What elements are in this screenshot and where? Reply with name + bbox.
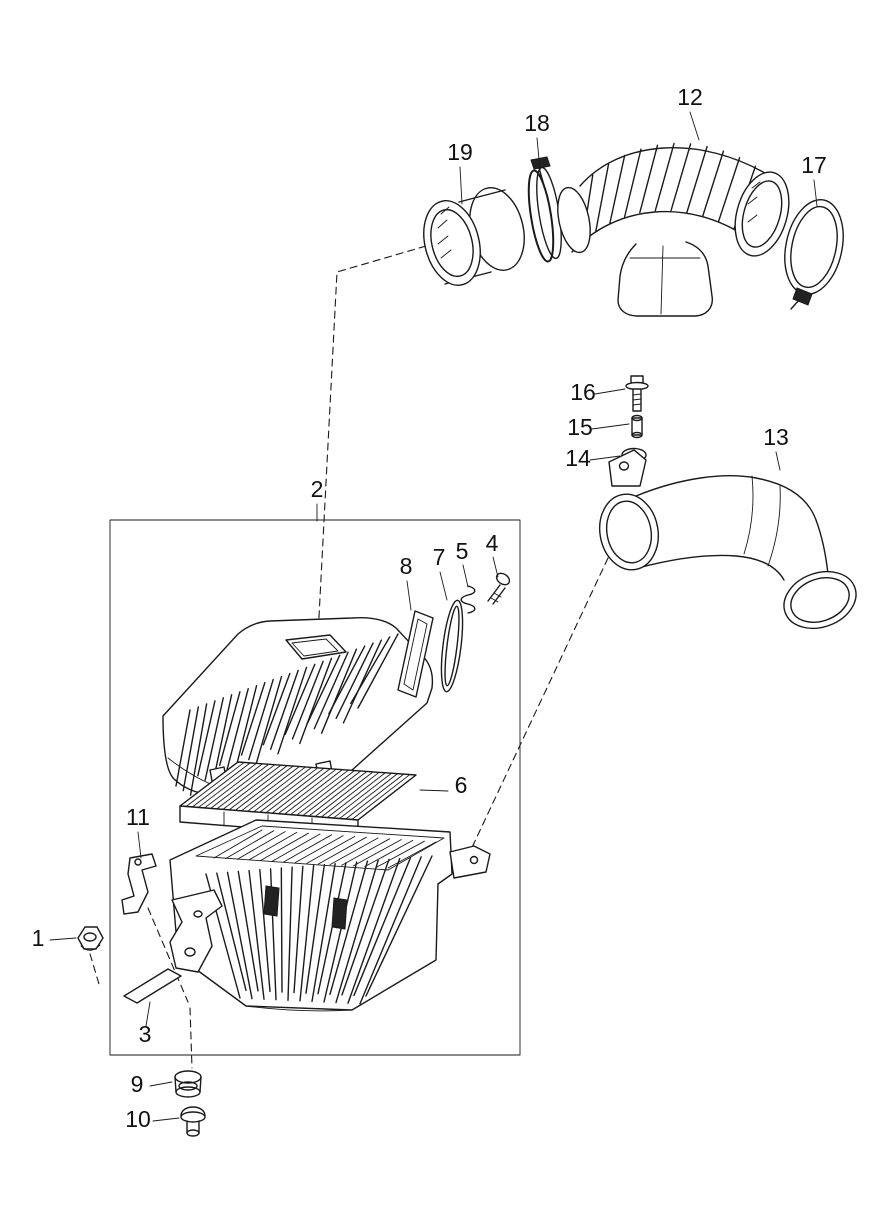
part-13-air-inlet-duct — [598, 449, 857, 630]
part-5-spring — [460, 585, 476, 614]
air-cleaner-housing — [169, 819, 491, 1012]
assembly-boundary-box — [109, 519, 521, 1056]
callout-5[interactable]: 5 — [456, 538, 469, 564]
part-3-label-strip — [123, 968, 182, 1004]
callout-11[interactable]: 11 — [126, 804, 150, 830]
callout-1[interactable]: 1 — [32, 925, 45, 951]
callouts: 1 2 3 4 5 6 7 8 9 10 11 12 13 14 15 16 1… — [32, 84, 827, 1132]
part-17-clamp-ring — [784, 198, 844, 310]
part-15-spacer — [631, 414, 643, 439]
part-16-bolt — [625, 375, 649, 412]
callout-4[interactable]: 4 — [486, 530, 499, 556]
part-7-seal-ring — [440, 599, 464, 693]
part-10-mounting-stud — [180, 1106, 206, 1137]
air-cleaner-cover — [162, 617, 434, 806]
part-11-bracket — [121, 853, 157, 915]
part-12-intake-hose — [557, 142, 790, 317]
callout-10[interactable]: 10 — [125, 1106, 151, 1132]
callout-18[interactable]: 18 — [524, 110, 550, 136]
callout-7[interactable]: 7 — [433, 544, 446, 570]
filter-hatch — [179, 761, 417, 821]
callout-8[interactable]: 8 — [400, 553, 413, 579]
callout-12[interactable]: 12 — [677, 84, 703, 110]
callout-2[interactable]: 2 — [311, 476, 324, 502]
housing-opening-hatch — [213, 829, 437, 869]
maf-flange-hatch — [437, 206, 452, 259]
callout-6[interactable]: 6 — [455, 772, 468, 798]
callout-3[interactable]: 3 — [139, 1021, 152, 1047]
leader-lines — [49, 111, 818, 1122]
part-19-air-duct-fitting — [423, 187, 525, 286]
construction-lines — [89, 245, 609, 1069]
part-4-screw — [487, 572, 511, 605]
callout-17[interactable]: 17 — [801, 152, 827, 178]
callout-19[interactable]: 19 — [447, 139, 473, 165]
housing-ribs — [205, 855, 433, 1005]
part-1-nut — [77, 926, 104, 951]
callout-14[interactable]: 14 — [565, 445, 591, 471]
callout-15[interactable]: 15 — [567, 414, 593, 440]
part-8-gasket-plate — [397, 610, 434, 698]
part-9-grommet — [174, 1070, 202, 1098]
callout-16[interactable]: 16 — [570, 379, 596, 405]
part-6-filter-element — [179, 761, 417, 837]
cover-ribs — [175, 633, 399, 796]
callout-13[interactable]: 13 — [763, 424, 789, 450]
callout-9[interactable]: 9 — [131, 1071, 144, 1097]
